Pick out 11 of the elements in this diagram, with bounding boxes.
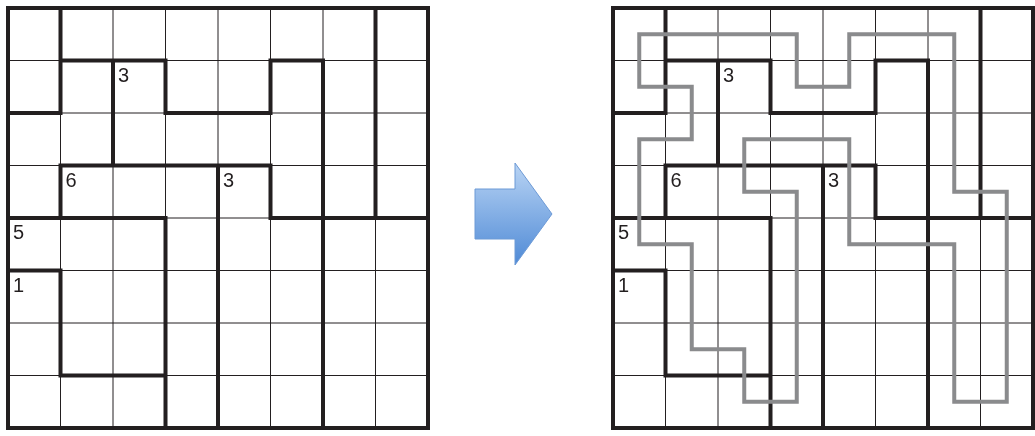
clue-number: 3 bbox=[118, 64, 130, 85]
clue-number: 6 bbox=[670, 169, 682, 190]
clue-number: 3 bbox=[723, 64, 735, 85]
clue-number: 1 bbox=[618, 274, 630, 295]
block-arrow bbox=[474, 162, 553, 266]
clue-number: 6 bbox=[65, 169, 77, 190]
clue-number: 3 bbox=[223, 169, 235, 190]
clue-number: 3 bbox=[828, 169, 840, 190]
clue-number: 5 bbox=[13, 222, 25, 242]
clue-number: 1 bbox=[13, 274, 25, 295]
clue-number: 5 bbox=[618, 222, 630, 242]
